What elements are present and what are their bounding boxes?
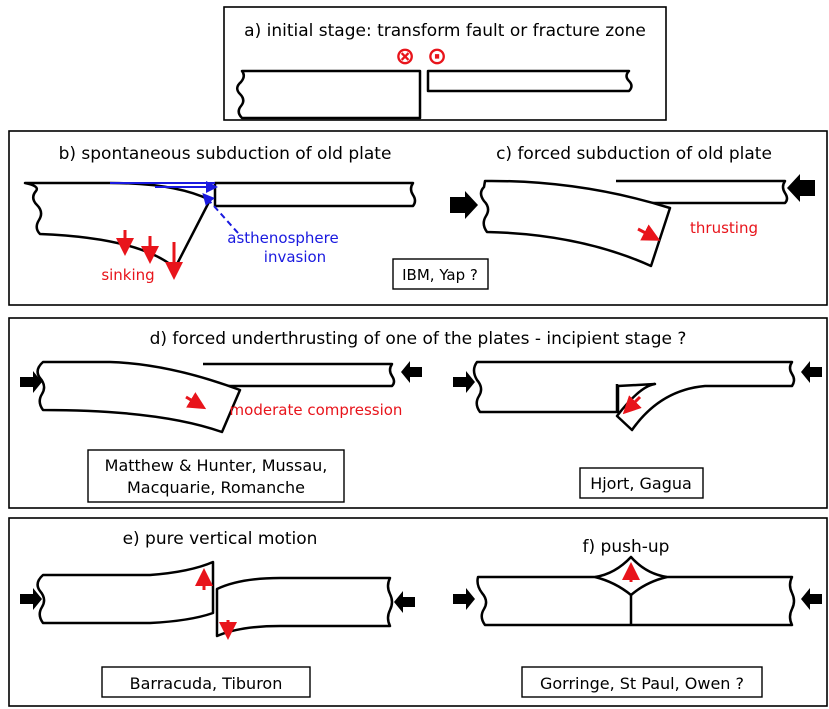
push-arrow-left xyxy=(787,174,815,202)
push-arrow-right xyxy=(450,191,478,219)
plate-young xyxy=(426,69,633,93)
panel-c-title: c) forced subduction of old plate xyxy=(496,144,772,164)
push-arrow-e2 xyxy=(394,591,415,613)
plate-b-young xyxy=(213,181,417,208)
push-arrow-f2 xyxy=(801,588,822,610)
plate-d-right xyxy=(472,360,796,432)
asth-label-2: invasion xyxy=(264,248,326,266)
push-arrow-f1 xyxy=(453,588,475,610)
thrust-arrow xyxy=(637,224,661,241)
example-f-box xyxy=(521,666,763,698)
panel-d-frame xyxy=(8,317,828,509)
panel-a-title: a) initial stage: transform fault or fra… xyxy=(244,21,646,41)
panel-e-title: e) pure vertical motion xyxy=(123,529,318,549)
plate-old xyxy=(236,69,422,120)
push-arrow-d3 xyxy=(453,371,475,393)
out-of-page-icon: ⊙ xyxy=(427,42,447,70)
plate-c-young xyxy=(616,179,789,205)
panel-a: a) initial stage: transform fault or fra… xyxy=(223,6,667,121)
example-d-right-box xyxy=(579,467,704,499)
compress-arrow xyxy=(185,392,207,410)
plate-d-old xyxy=(36,360,242,434)
plate-e-right xyxy=(215,576,394,638)
panel-d-title: d) forced underthrusting of one of the p… xyxy=(150,329,687,349)
example-d-left-1: Matthew & Hunter, Mussau, xyxy=(105,456,328,475)
example-f: Gorringe, St Paul, Owen ? xyxy=(540,674,744,693)
panel-bc: b) spontaneous subduction of old plate a… xyxy=(8,130,828,306)
example-e: Barracuda, Tiburon xyxy=(130,674,283,693)
panel-ef-frame xyxy=(8,517,828,707)
thrusting-label: thrusting xyxy=(690,219,758,237)
example-d-right: Hjort, Gagua xyxy=(590,474,692,493)
sinking-label: sinking xyxy=(101,266,154,284)
underthrust-arrow xyxy=(622,395,642,415)
push-arrow-d2 xyxy=(401,361,422,383)
plate-e-left xyxy=(36,560,215,625)
plate-d-young xyxy=(203,362,396,388)
example-d-left-2: Macquarie, Romanche xyxy=(127,478,305,497)
compression-label: moderate compression xyxy=(230,401,403,419)
panel-b-title: b) spontaneous subduction of old plate xyxy=(59,144,392,164)
asth-dashed-arrow xyxy=(202,193,239,234)
panel-a-frame xyxy=(223,6,667,121)
example-e-box xyxy=(101,666,311,698)
push-arrow-d4 xyxy=(801,361,822,383)
push-arrow-e1 xyxy=(20,588,42,610)
example-d-left-box xyxy=(87,449,345,503)
panel-bc-frame xyxy=(8,130,828,306)
panel-f-title: f) push-up xyxy=(583,537,670,557)
plate-c-old xyxy=(479,179,672,268)
plate-b-old xyxy=(23,181,212,270)
example-b: IBM, Yap ? xyxy=(402,266,478,284)
asth-label-1: asthenosphere xyxy=(227,229,338,247)
push-arrow-d1 xyxy=(20,371,42,393)
example-b-box xyxy=(392,258,489,290)
into-page-icon: ⊗ xyxy=(395,42,415,70)
panel-ef: e) pure vertical motion Barracuda, Tibur… xyxy=(8,517,828,707)
panel-d: d) forced underthrusting of one of the p… xyxy=(8,317,828,509)
